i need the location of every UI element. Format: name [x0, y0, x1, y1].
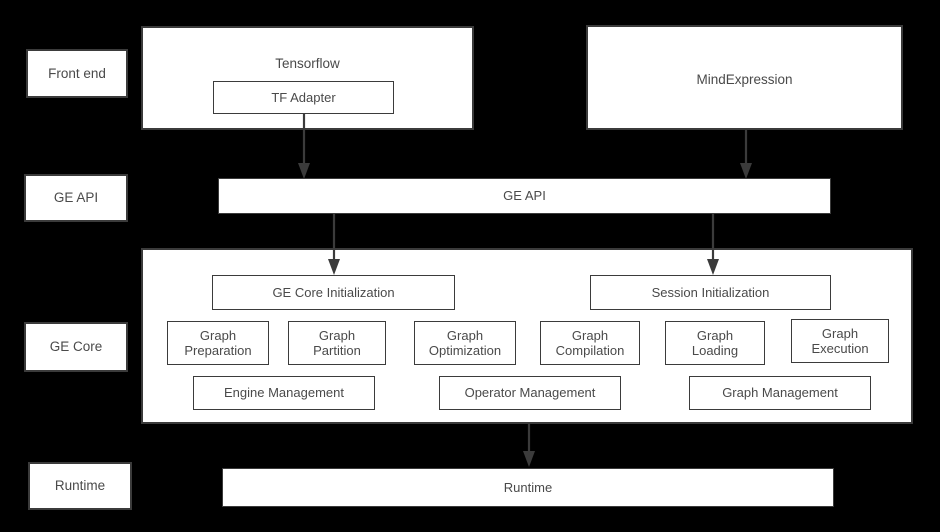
- tf-adapter-box: TF Adapter: [213, 81, 394, 114]
- engine-management-label: Engine Management: [224, 385, 344, 401]
- mindexpression-title: MindExpression: [696, 72, 793, 87]
- ge-core-initialization-label: GE Core Initialization: [272, 284, 395, 300]
- graph-optimization-label: Graph Optimization: [428, 327, 502, 358]
- graph-execution-label: Graph Execution: [811, 325, 869, 356]
- lane-label-front-end-text: Front end: [48, 65, 106, 81]
- lane-label-ge-api: GE API: [24, 174, 128, 222]
- session-initialization-label: Session Initialization: [651, 284, 770, 300]
- graph-optimization-box: Graph Optimization: [414, 321, 516, 365]
- tensorflow-title: Tensorflow: [275, 56, 340, 71]
- graph-management-label: Graph Management: [722, 385, 838, 401]
- session-initialization-box: Session Initialization: [590, 275, 831, 310]
- ge-core-initialization-box: GE Core Initialization: [212, 275, 455, 310]
- lane-label-ge-core: GE Core: [24, 322, 128, 372]
- graph-preparation-label: Graph Preparation: [184, 327, 252, 358]
- ge-api-bar-label: GE API: [503, 188, 546, 204]
- graph-preparation-box: Graph Preparation: [167, 321, 269, 365]
- graph-partition-label: Graph Partition: [313, 327, 361, 358]
- graph-partition-box: Graph Partition: [288, 321, 386, 365]
- graph-compilation-box: Graph Compilation: [540, 321, 640, 365]
- operator-management-label: Operator Management: [464, 385, 596, 401]
- engine-management-box: Engine Management: [193, 376, 375, 410]
- lane-label-ge-api-text: GE API: [53, 190, 99, 206]
- mindexpression-container: MindExpression: [586, 25, 903, 130]
- graph-loading-box: Graph Loading: [665, 321, 765, 365]
- arrow-ge-api-to-session-initialization: [705, 213, 721, 277]
- tf-adapter-label: TF Adapter: [271, 89, 336, 105]
- graph-management-box: Graph Management: [689, 376, 871, 410]
- runtime-bar-label: Runtime: [503, 479, 553, 495]
- lane-label-ge-core-text: GE Core: [49, 339, 103, 355]
- ge-api-bar: GE API: [218, 178, 831, 214]
- runtime-bar: Runtime: [222, 468, 834, 507]
- arrow-ge-core-to-runtime: [521, 423, 537, 469]
- graph-execution-box: Graph Execution: [791, 319, 889, 363]
- lane-label-runtime: Runtime: [28, 462, 132, 510]
- graph-compilation-label: Graph Compilation: [555, 327, 625, 358]
- arrow-tf-adapter-to-ge-api: [296, 113, 312, 181]
- arrow-mindexpression-to-ge-api: [738, 129, 754, 181]
- arrow-ge-api-to-ge-core-initialization: [326, 213, 342, 277]
- graph-loading-label: Graph Loading: [691, 327, 739, 358]
- operator-management-box: Operator Management: [439, 376, 621, 410]
- lane-label-runtime-text: Runtime: [54, 478, 106, 494]
- lane-label-front-end: Front end: [26, 49, 128, 98]
